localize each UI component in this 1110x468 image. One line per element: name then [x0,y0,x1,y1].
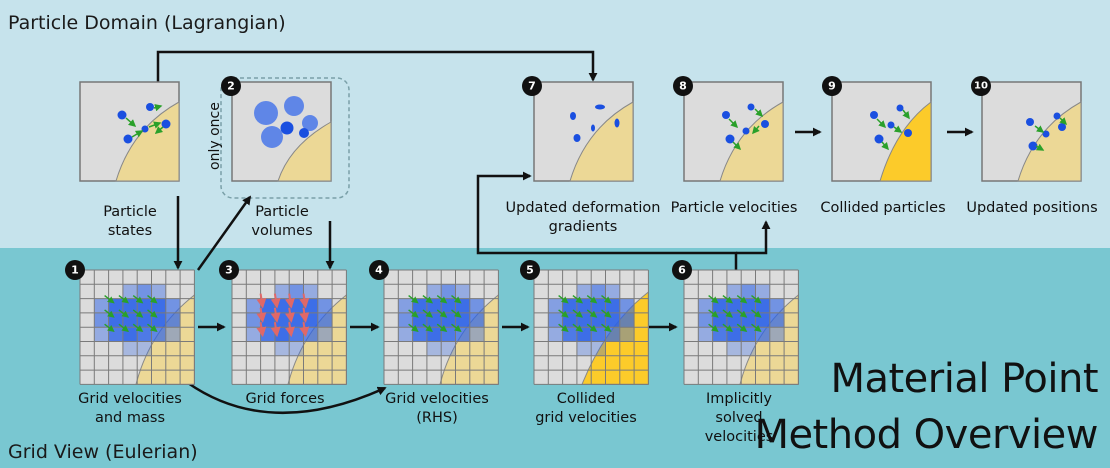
panel-implicitly-solved [683,269,799,385]
arrow-grid1-to-volumes [196,195,252,271]
panel-updated-deformation [533,81,634,182]
panel-particle-volumes [231,81,332,182]
label-grid-forces: Grid forces [245,391,324,407]
arrow-grid6-to-particle-velocities [736,220,771,255]
svg-text:1: 1 [71,264,79,277]
particle-domain-label: Particle Domain (Lagrangian) [8,12,286,34]
panel-particle-velocities [683,81,784,182]
svg-text:10: 10 [974,81,988,92]
panel-particle-states [79,81,180,182]
arrow-states-to-deformation [156,50,598,82]
badge-step-2: 2 [221,76,241,96]
only-once-box [220,77,350,199]
panel-collided-particles [831,81,932,182]
grid-view-label: Grid View (Eulerian) [8,441,198,463]
label-updated-positions: Updated positions [966,200,1097,216]
svg-text:6: 6 [678,264,686,277]
badge-step-10: 10 [971,76,991,96]
svg-text:9: 9 [828,80,836,93]
label-collided-particles: Collided particles [820,200,945,216]
panel-grid-forces [231,269,347,385]
badge-step-5: 5 [520,260,540,280]
title-line-2: Method Overview [754,412,1098,458]
badge-step-8: 8 [673,76,693,96]
only-once-label: only once [207,102,223,170]
panel-grid-velocities-mass [79,269,195,385]
panel-grid-velocities-rhs [383,269,499,385]
badge-step-4: 4 [369,260,389,280]
svg-text:3: 3 [225,264,233,277]
label-particle-velocities: Particle velocities [671,200,798,216]
badge-step-3: 3 [219,260,239,280]
arrow-grid1-to-grid4-curve [187,381,387,415]
svg-text:8: 8 [679,80,687,93]
title-line-1: Material Point [830,356,1098,402]
badge-step-9: 9 [822,76,842,96]
svg-text:7: 7 [528,80,536,93]
svg-text:5: 5 [526,264,534,277]
badge-step-7: 7 [522,76,542,96]
badge-step-1: 1 [65,260,85,280]
label-grid-velocities-rhs: Grid velocities(RHS) [385,391,489,426]
arrow-grid6-to-deformation [476,171,738,272]
panel-updated-positions [981,81,1082,182]
panel-collided-grid-velocities [533,269,649,385]
svg-text:4: 4 [375,264,383,277]
badge-step-6: 6 [672,260,692,280]
svg-text:2: 2 [227,80,235,93]
flow-arrows [156,50,974,415]
